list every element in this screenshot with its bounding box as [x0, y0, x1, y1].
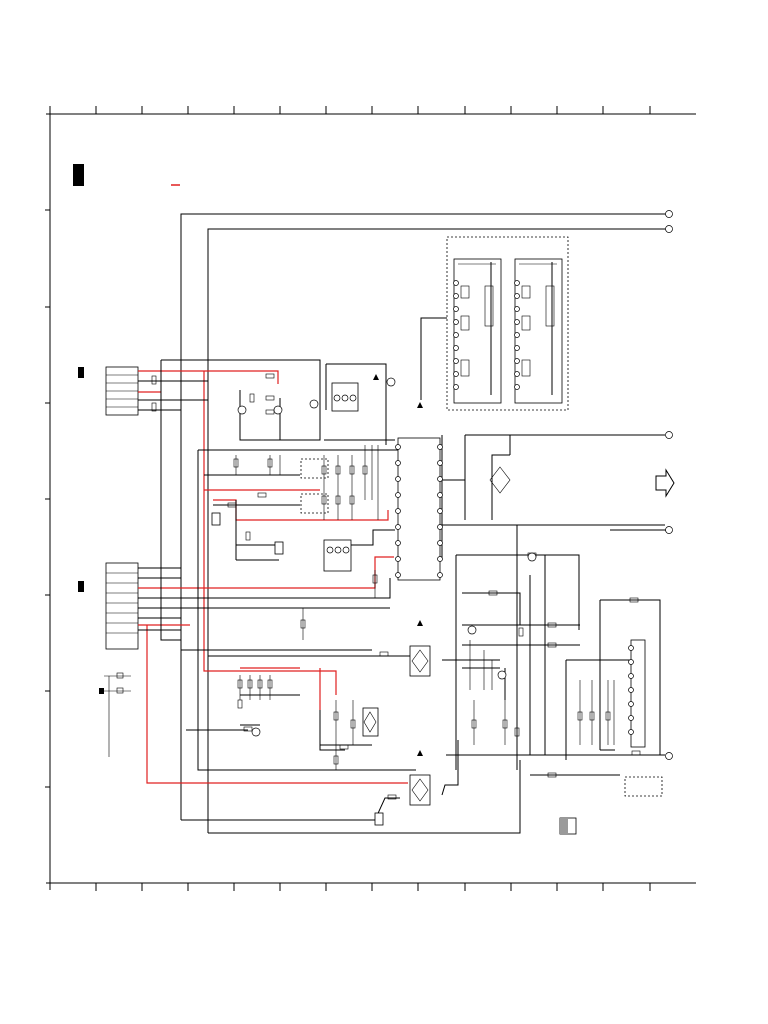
output-arrow-icon — [655, 468, 675, 498]
right-ic — [628, 639, 646, 748]
transistors — [237, 377, 537, 737]
main-ic — [395, 437, 443, 581]
bridge-ic-3 — [362, 707, 379, 737]
small-part-1 — [211, 512, 221, 526]
drawing-frame — [45, 106, 696, 891]
signal-wiring — [138, 359, 665, 834]
bridge-ic-2 — [409, 774, 431, 806]
footer-block — [559, 817, 577, 835]
small-part-3 — [374, 812, 384, 826]
bridge-ic-1 — [409, 645, 431, 677]
terminal-circle-icon — [665, 526, 673, 534]
terminal-circle-icon — [665, 431, 673, 439]
top-ruler-ticks — [49, 106, 651, 114]
connector-marker-1 — [78, 367, 84, 378]
power-lines — [138, 370, 408, 784]
warning-triangles — [373, 374, 423, 756]
diode-bridge-right — [489, 466, 511, 494]
triple-component-1 — [331, 382, 359, 412]
bottom-ruler-ticks — [95, 883, 651, 891]
connector-2 — [105, 562, 139, 650]
triple-component-2 — [323, 539, 352, 572]
connector-marker-2 — [78, 581, 84, 592]
dashed-block-2 — [300, 493, 329, 514]
section-marker — [73, 164, 84, 186]
relay-pins-left — [453, 280, 459, 390]
left-ruler-ticks — [45, 209, 50, 788]
warning-triangle-icon — [417, 750, 423, 756]
passive-components — [151, 373, 641, 800]
warning-triangle-icon — [373, 374, 379, 380]
main-ic-pins-left — [395, 444, 401, 578]
dashed-block-1 — [300, 458, 329, 479]
main-ic-pins-right — [437, 444, 443, 578]
connector-3-leads — [104, 672, 131, 757]
relay-module — [420, 236, 569, 411]
terminal-circle-icon — [665, 752, 673, 760]
relay-pins-right — [514, 280, 520, 390]
output-terminals — [610, 431, 673, 760]
warning-triangle-icon — [417, 620, 423, 626]
connector-marker-3 — [99, 688, 104, 694]
connector-1 — [105, 366, 139, 416]
small-part-2 — [274, 541, 284, 555]
terminal-circle-icon — [665, 210, 673, 218]
dashed-block-3 — [624, 776, 663, 797]
terminal-circle-icon — [665, 225, 673, 233]
warning-triangle-icon — [417, 402, 423, 408]
